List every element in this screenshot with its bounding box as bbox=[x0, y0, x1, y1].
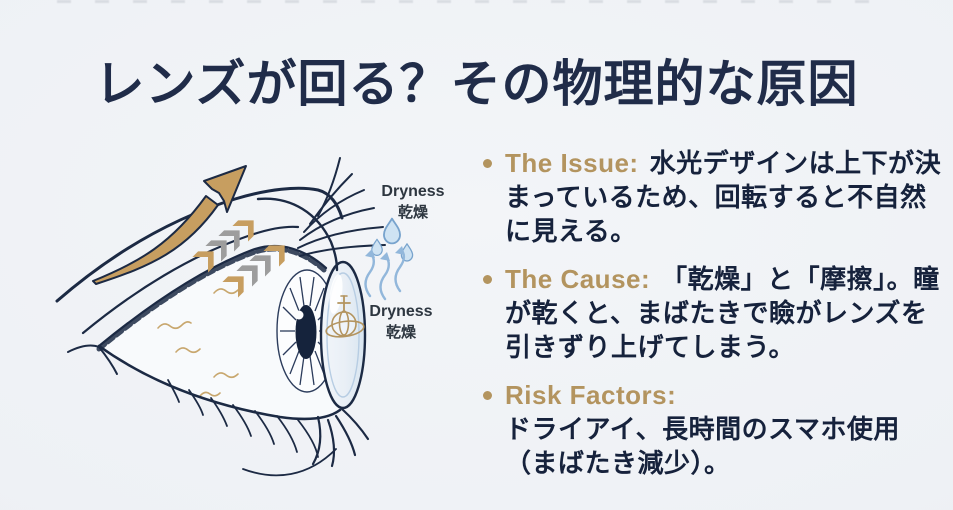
eyelashes-bottom bbox=[167, 379, 370, 477]
lift-arrow bbox=[92, 165, 247, 285]
dryness-top-ja: 乾燥 bbox=[398, 203, 429, 221]
top-edge-artifact bbox=[57, 0, 877, 3]
bullet-dot-icon bbox=[483, 275, 492, 284]
sclera-veins bbox=[157, 288, 239, 397]
bullet-item-cause: The Cause:「乾燥」と「摩擦」。瞳が乾くと、まばたきで瞼がレンズを引きず… bbox=[476, 262, 944, 364]
bullet-item-issue: The Issue:水光デザインは上下が決まっているため、回転すると不自然に見え… bbox=[476, 146, 944, 248]
dryness-mid-en: Dryness bbox=[369, 303, 432, 320]
dryness-label-top: Dryness 乾燥 bbox=[381, 183, 444, 221]
tear-droplets-icon bbox=[371, 217, 414, 262]
contact-lens bbox=[319, 260, 367, 410]
bullet-list: The Issue:水光デザインは上下が決まっているため、回転すると不自然に見え… bbox=[476, 146, 944, 494]
bullet-dot-icon bbox=[483, 159, 492, 168]
eyelashes-top bbox=[297, 157, 386, 257]
bullet-dot-icon bbox=[483, 391, 492, 400]
sclera bbox=[99, 246, 340, 419]
evaporation-arrows-icon bbox=[364, 246, 406, 301]
dryness-mid-ja: 乾燥 bbox=[386, 323, 417, 341]
bullet-label: The Issue: bbox=[505, 148, 639, 178]
friction-chevrons bbox=[192, 220, 285, 298]
lens-orb-logo bbox=[325, 295, 365, 338]
bullet-text: ドライアイ、長時間のスマホ使用（まばたき減少）。 bbox=[505, 414, 900, 478]
page-title: レンズが回る？その物理的な原因 bbox=[94, 56, 859, 112]
bullet-item-risk-factors: Risk Factors: ドライアイ、長時間のスマホ使用（まばたき減少）。 bbox=[476, 378, 944, 480]
bullet-label: The Cause: bbox=[505, 264, 651, 294]
eye-illustration: Dryness 乾燥 Dryness 乾燥 bbox=[55, 157, 445, 477]
bullet-label: Risk Factors: bbox=[505, 380, 677, 410]
bullet-text: 「乾燥」と「摩擦」。瞳が乾くと、まばたきで瞼がレンズを引きずり上げてしまう。 bbox=[505, 264, 940, 362]
dryness-top-en: Dryness bbox=[381, 183, 444, 200]
dryness-label-mid: Dryness 乾燥 bbox=[369, 303, 432, 341]
bullet-text: 水光デザインは上下が決まっているため、回転すると不自然に見える。 bbox=[505, 148, 942, 246]
